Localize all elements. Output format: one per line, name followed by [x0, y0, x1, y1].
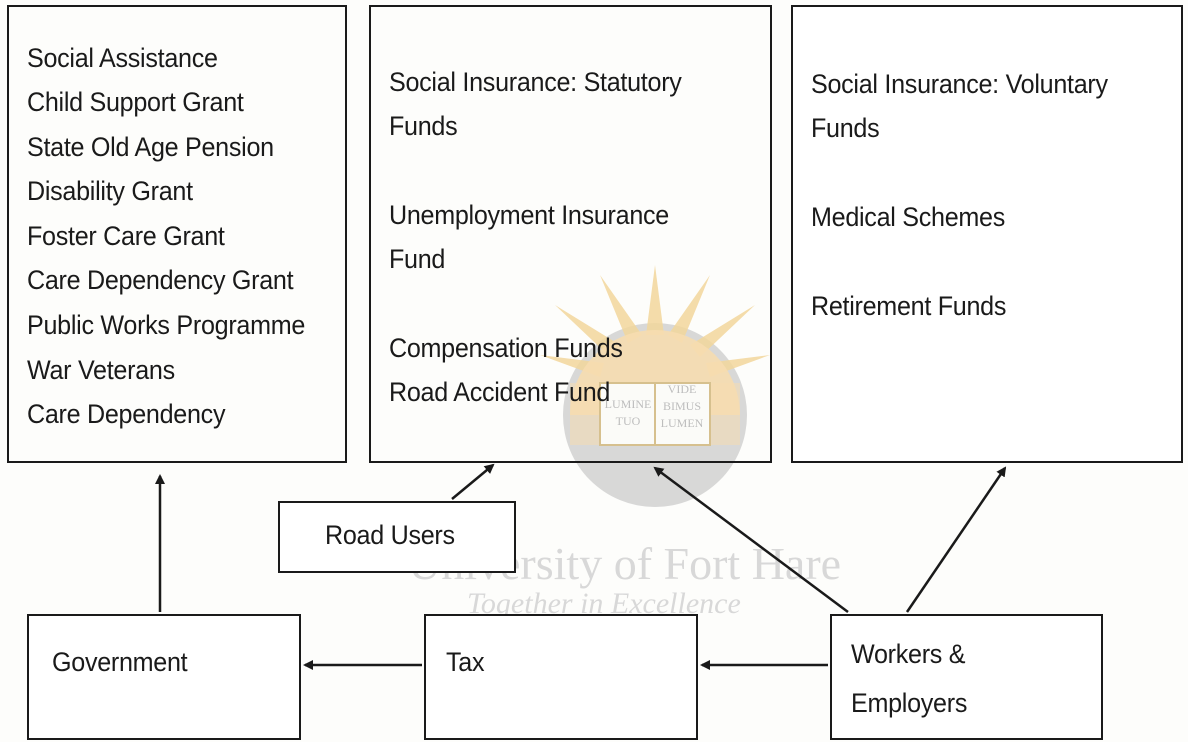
tax-label: Tax [446, 647, 485, 677]
voluntary-heading-line-2: Funds [811, 113, 880, 143]
book-left-line-2: TUO [616, 414, 641, 428]
government-label: Government [52, 647, 188, 677]
voluntary-funds-box: Social Insurance: Voluntary Funds Medica… [791, 5, 1183, 463]
care-dependency-grant: Care Dependency Grant [27, 265, 294, 295]
book-right-line-2: BIMUS [663, 399, 701, 413]
workers-line-1: Workers & [851, 639, 966, 669]
book-right-line-1: VIDE [668, 382, 697, 396]
social-assistance-heading: Social Assistance [27, 43, 218, 73]
arrow-road-users-to-statutory [451, 463, 495, 500]
government-box: Government [27, 614, 301, 740]
retirement-funds: Retirement Funds [811, 291, 1007, 321]
social-assistance-box: Social Assistance Child Support Grant St… [7, 5, 347, 463]
care-dependency: Care Dependency [27, 399, 226, 429]
medical-schemes: Medical Schemes [811, 202, 1005, 232]
foster-care-grant: Foster Care Grant [27, 221, 225, 251]
compensation-funds: Compensation Funds [389, 333, 623, 363]
uif-line-2: Fund [389, 244, 446, 274]
book-right-line-3: LUMEN [661, 416, 704, 430]
statutory-heading-line-2: Funds [389, 111, 458, 141]
arrow-workers-to-voluntary [905, 466, 1007, 613]
statutory-funds-box: Social Insurance: Statutory Funds Unempl… [369, 5, 772, 463]
uif-line-1: Unemployment Insurance [389, 200, 669, 230]
road-users-label: Road Users [325, 520, 455, 550]
road-accident-fund: Road Accident Fund [389, 377, 611, 407]
workers-line-2: Employers [851, 688, 968, 718]
road-users-box: Road Users [278, 501, 516, 573]
arrow-workers-to-statutory [653, 466, 849, 614]
statutory-heading-line-1: Social Insurance: Statutory [389, 67, 682, 97]
workers-employers-box: Workers & Employers [830, 614, 1103, 740]
tax-box: Tax [424, 614, 698, 740]
voluntary-heading-line-1: Social Insurance: Voluntary [811, 69, 1108, 99]
public-works-programme: Public Works Programme [27, 310, 306, 340]
disability-grant: Disability Grant [27, 176, 193, 206]
state-old-age-pension: State Old Age Pension [27, 132, 274, 162]
child-support-grant: Child Support Grant [27, 87, 244, 117]
war-veterans: War Veterans [27, 355, 175, 385]
book-left-line-1: LUMINE [605, 397, 652, 411]
